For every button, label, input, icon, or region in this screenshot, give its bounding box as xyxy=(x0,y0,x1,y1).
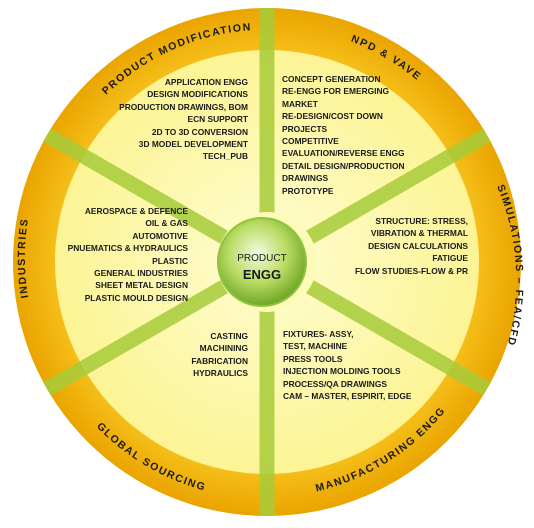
manufacturing-item: CAM – MASTER, ESPIRIT, EDGE xyxy=(283,391,412,402)
manufacturing-item: PRESS TOOLS xyxy=(283,353,343,364)
manufacturing-item: TEST, MACHINE xyxy=(283,341,348,352)
industries-item: AUTOMOTIVE xyxy=(132,230,188,241)
hub-line2: ENGG xyxy=(243,267,281,282)
ring-label-industries: INDUSTRIES xyxy=(16,217,31,299)
industries-item: AEROSPACE & DEFENCE xyxy=(84,206,188,216)
npd-vave-item: PROJECTS xyxy=(282,123,328,134)
global-sourcing-item: FABRICATION xyxy=(191,355,248,366)
npd-vave-item: DETAIL DESIGN/PRODUCTION xyxy=(282,160,405,171)
hub-line1: PRODUCT xyxy=(237,253,286,264)
npd-vave-item: DRAWINGS xyxy=(282,173,329,184)
npd-vave-item: COMPETITIVE xyxy=(282,136,339,147)
npd-vave-item: PROTOTYPE xyxy=(282,185,334,196)
npd-vave-item: EVALUATION/REVERSE ENGG xyxy=(282,148,405,159)
global-sourcing-item: CASTING xyxy=(210,331,248,341)
simulations-item: STRUCTURE: STRESS, xyxy=(375,216,468,226)
simulations-item: VIBRATION & THERMAL xyxy=(370,228,468,239)
industries-item: SHEET METAL DESIGN xyxy=(95,280,188,291)
hub-circle xyxy=(217,217,307,307)
industries-item: PNUEMATICS & HYDRAULICS xyxy=(67,243,188,254)
industries-item: PLASTIC xyxy=(152,255,188,266)
product-modification-item: PRODUCTION DRAWINGS, BOM xyxy=(119,101,248,112)
simulations-item: FLOW STUDIES-FLOW & PR xyxy=(354,265,468,276)
npd-vave-item: RE-ENGG FOR EMERGING xyxy=(282,86,390,97)
npd-vave-item: MARKET xyxy=(282,98,318,109)
npd-vave-item: CONCEPT GENERATION xyxy=(282,74,381,84)
product-modification-item: DESIGN MODIFICATIONS xyxy=(147,89,248,100)
industries-item: PLASTIC MOULD DESIGN xyxy=(84,292,188,303)
manufacturing-item: INJECTION MOLDING TOOLS xyxy=(283,366,401,377)
industries-item: OIL & GAS xyxy=(145,218,188,229)
manufacturing-item: PROCESS/QA DRAWINGS xyxy=(283,378,387,389)
product-modification-item: 3D MODEL DEVELOPMENT xyxy=(138,139,248,150)
product-modification-item: 2D TO 3D CONVERSION xyxy=(151,126,248,137)
global-sourcing-item: HYDRAULICS xyxy=(193,368,248,379)
simulations-item: FATIGUE xyxy=(432,253,468,264)
product-modification-item: ECN SUPPORT xyxy=(187,114,249,125)
product-modification-item: APPLICATION ENGG xyxy=(164,77,248,87)
global-sourcing-item: MACHINING xyxy=(199,343,248,354)
industries-item: GENERAL INDUSTRIES xyxy=(94,268,188,279)
product-modification-item: TECH_PUB xyxy=(202,151,248,162)
manufacturing-item: FIXTURES- ASSY, xyxy=(283,329,354,339)
npd-vave-item: RE-DESIGN/COST DOWN xyxy=(282,111,383,122)
simulations-item: DESIGN CALCULATIONS xyxy=(368,240,468,251)
